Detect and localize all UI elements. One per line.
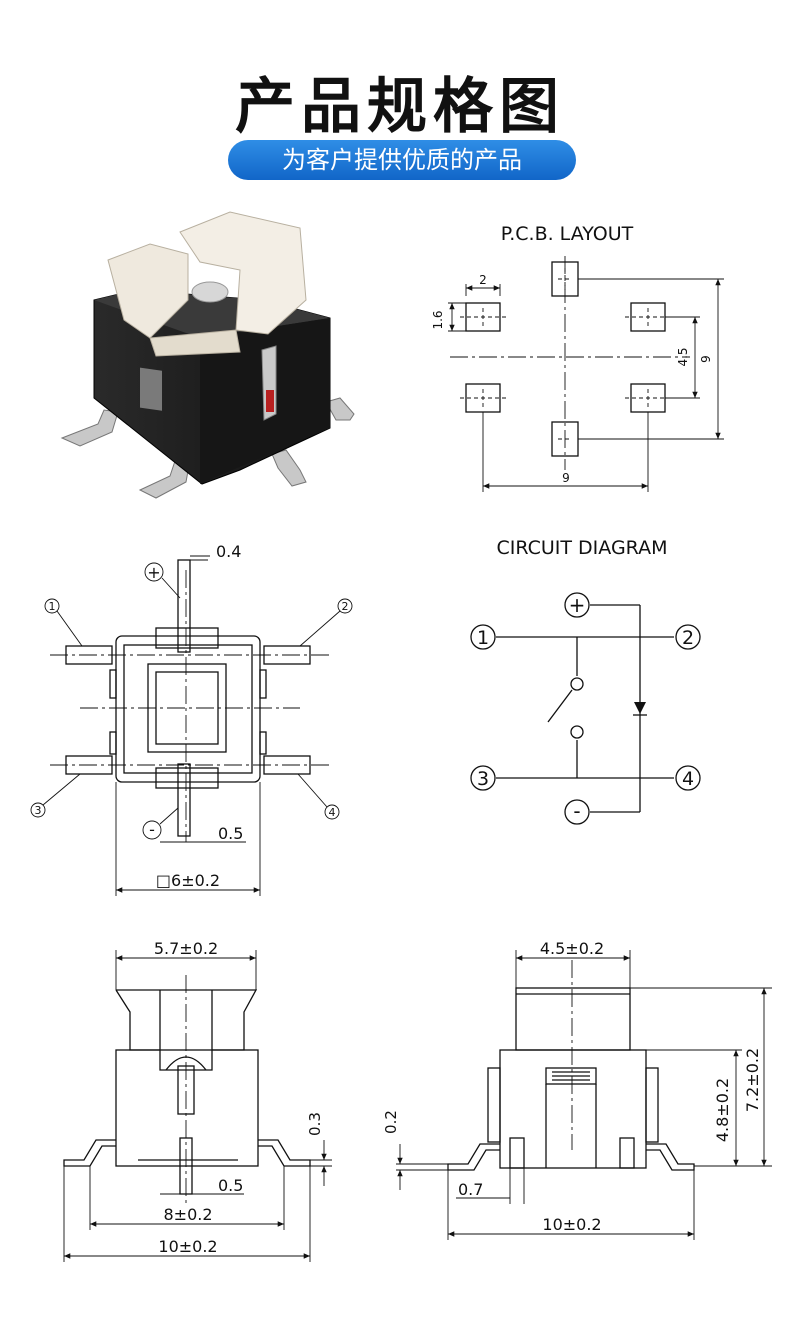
top-view-pin-3: 3 — [35, 804, 42, 817]
circuit-title: CIRCUIT DIAGRAM — [497, 537, 668, 559]
circuit-minus: - — [573, 799, 580, 823]
dim-top-pin-width: 0.4 — [216, 542, 241, 561]
dim-body-size: □6±0.2 — [156, 871, 220, 890]
subtitle-badge: 为客户提供优质的产品 — [228, 140, 576, 180]
circuit-pin-4: 4 — [682, 768, 694, 790]
top-view-pin-4: 4 — [329, 806, 336, 819]
dim-inner-vertical: 4.5 — [676, 347, 690, 366]
product-photo — [60, 211, 355, 499]
side-dim-lead-thickness: 0.2 — [382, 1110, 400, 1134]
top-view-pin-1: 1 — [49, 600, 56, 613]
pcb-pads — [460, 261, 671, 457]
side-dim-total: 10±0.2 — [542, 1215, 601, 1234]
circuit-pin-2: 2 — [682, 627, 694, 649]
front-dim-total: 10±0.2 — [158, 1237, 217, 1256]
dim-outer-vertical: 9 — [699, 355, 713, 363]
side-dim-body-height: 4.8±0.2 — [713, 1078, 732, 1142]
dim-outer-horizontal: 9 — [562, 471, 570, 485]
circuit-diagram: CIRCUIT DIAGRAM 1 2 3 4 + - — [470, 537, 701, 825]
circuit-pin-3: 3 — [477, 768, 489, 790]
front-view: 5.7±0.2 0.3 0.5 8±0.2 10±0.2 — [63, 939, 332, 1262]
side-dim-pin-width: 0.7 — [458, 1180, 483, 1199]
top-view-pin-2: 2 — [342, 600, 349, 613]
side-dim-top-width: 4.5±0.2 — [540, 939, 604, 958]
dim-bottom-pin-width: 0.5 — [218, 824, 243, 843]
top-view-minus: - — [149, 820, 155, 839]
front-dim-pin-width: 0.5 — [218, 1176, 243, 1195]
page-title: 产品规格图 — [235, 72, 565, 142]
side-view: 4.5±0.2 7.2±0.2 4.8±0.2 0.2 0.7 10±0.2 — [382, 939, 772, 1240]
top-view-plus: + — [147, 563, 160, 582]
side-dim-total-height: 7.2±0.2 — [743, 1048, 762, 1112]
front-dim-span: 8±0.2 — [163, 1205, 212, 1224]
circuit-pin-1: 1 — [477, 627, 489, 649]
pcb-layout: P.C.B. LAYOUT 2 1.6 4.5 — [431, 223, 724, 492]
dim-pad-height: 1.6 — [431, 310, 445, 329]
front-dim-top-width: 5.7±0.2 — [154, 939, 218, 958]
pcb-layout-title: P.C.B. LAYOUT — [501, 223, 634, 245]
dim-pad-width: 2 — [479, 273, 487, 287]
circuit-plus: + — [569, 593, 586, 617]
top-view: 0.4 + - 1 2 3 4 0.5 □6±0.2 — [30, 542, 353, 896]
front-dim-lead-thickness: 0.3 — [306, 1112, 324, 1136]
